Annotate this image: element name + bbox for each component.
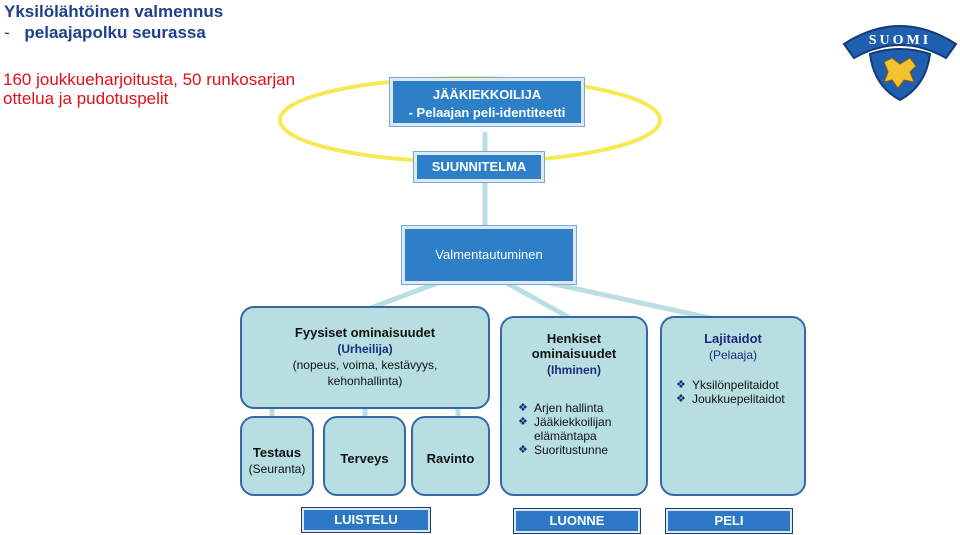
logo-text: SUOMI: [869, 33, 931, 48]
suomi-logo: SUOMI: [840, 14, 960, 104]
plan-box: SUUNNITELMA: [414, 152, 544, 182]
physical-attributes-box: Fyysiset ominaisuudet (Urheilija) (nopeu…: [240, 306, 490, 409]
season-note: 160 joukkueharjoitusta, 50 runkosarjan o…: [3, 70, 295, 108]
health-box: Terveys: [323, 416, 406, 496]
list-item: Suoritustunne: [518, 443, 646, 457]
skills-box: Lajitaidot (Pelaaja) Yksilönpelitaidot J…: [660, 316, 806, 496]
personal-title-line1: Henkiset: [546, 331, 602, 346]
game-label: PELI: [714, 513, 744, 528]
player-identity-line2: - Pelaajan peli-identiteetti: [408, 105, 566, 120]
skills-list: Yksilönpelitaidot Joukkuepelitaidot: [676, 378, 804, 406]
physical-title: Fyysiset ominaisuudet: [294, 325, 436, 340]
personal-list: Arjen hallinta Jääkiekkoilijan elämäntap…: [518, 401, 646, 457]
physical-detail-line1: (nopeus, voima, kestävyys,: [292, 358, 438, 372]
plan-label: SUUNNITELMA: [431, 159, 527, 174]
page-subtitle: - pelaajapolku seurassa: [4, 23, 206, 43]
testing-title: Testaus: [252, 445, 302, 460]
coaching-box: Valmentautuminen: [402, 226, 576, 284]
physical-subtitle: (Urheilija): [337, 342, 393, 356]
season-note-line1: 160 joukkueharjoitusta, 50 runkosarjan: [3, 70, 296, 89]
luonne-button: LUONNE: [513, 508, 641, 534]
skills-title: Lajitaidot: [704, 331, 762, 346]
page-title: Yksilölähtöinen valmennus: [4, 2, 224, 21]
list-item: Arjen hallinta: [518, 401, 646, 415]
game-button: PELI: [665, 508, 793, 534]
physical-detail-line2: kehonhallinta): [327, 374, 403, 388]
skating-button: LUISTELU: [301, 507, 431, 533]
list-item: Yksilönpelitaidot: [676, 378, 804, 392]
skating-label: LUISTELU: [334, 512, 398, 527]
testing-box: Testaus (Seuranta): [240, 416, 314, 496]
luonne-label: LUONNE: [549, 513, 605, 528]
lion-shield-icon: SUOMI: [842, 25, 958, 102]
season-note-line2: ottelua ja pudotuspelit: [3, 89, 169, 108]
personal-attributes-box: Henkiset ominaisuudet (Ihminen) Arjen ha…: [500, 316, 648, 496]
nutrition-box: Ravinto: [411, 416, 490, 496]
list-item: Jääkiekkoilijan elämäntapa: [518, 415, 634, 443]
subtitle-dash: -: [4, 23, 10, 42]
subtitle-text: pelaajapolku seurassa: [24, 23, 206, 42]
personal-subtitle: (Ihminen): [547, 363, 601, 377]
list-item: Joukkuepelitaidot: [676, 392, 804, 406]
coaching-label: Valmentautuminen: [435, 247, 543, 262]
skills-subtitle: (Pelaaja): [708, 348, 758, 362]
player-identity-box: JÄÄKIEKKOILIJA - Pelaajan peli-identitee…: [390, 78, 584, 126]
player-identity-line1: JÄÄKIEKKOILIJA: [432, 87, 542, 102]
testing-subtitle: (Seuranta): [248, 462, 306, 476]
nutrition-title: Ravinto: [426, 451, 475, 466]
personal-title-line2: ominaisuudet: [531, 346, 617, 361]
health-title: Terveys: [340, 451, 389, 466]
